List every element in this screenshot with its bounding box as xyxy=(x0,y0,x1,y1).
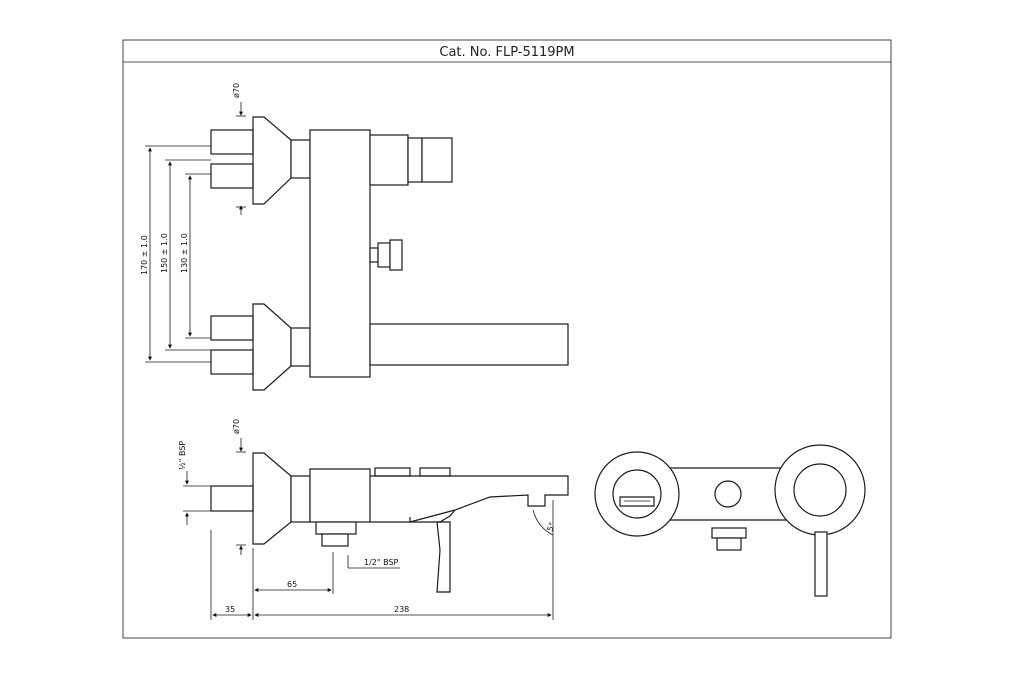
inlet-bsp-label: ½" BSP xyxy=(178,441,187,470)
outlet-bsp-label: 1/2" BSP xyxy=(364,558,399,567)
dim-170-label: 170 ± 1.0 xyxy=(140,235,149,275)
top-view xyxy=(145,102,569,391)
dim-65-label: 65 xyxy=(287,580,297,589)
catalog-number: Cat. No. FLP-5119PM xyxy=(439,45,574,60)
side-view xyxy=(183,438,569,620)
top-flange-dia-label: ø70 xyxy=(232,83,241,98)
drawing-frame xyxy=(122,39,892,639)
dim-35-label: 35 xyxy=(225,605,235,614)
front-view xyxy=(594,444,866,597)
dim-150-label: 150 ± 1.0 xyxy=(160,233,169,273)
dim-238-label: 238 xyxy=(394,605,409,614)
dim-130-label: 130 ± 1.0 xyxy=(180,233,189,273)
side-flange-dia-label: ø70 xyxy=(232,419,241,434)
angle-label: 5° xyxy=(545,521,557,533)
